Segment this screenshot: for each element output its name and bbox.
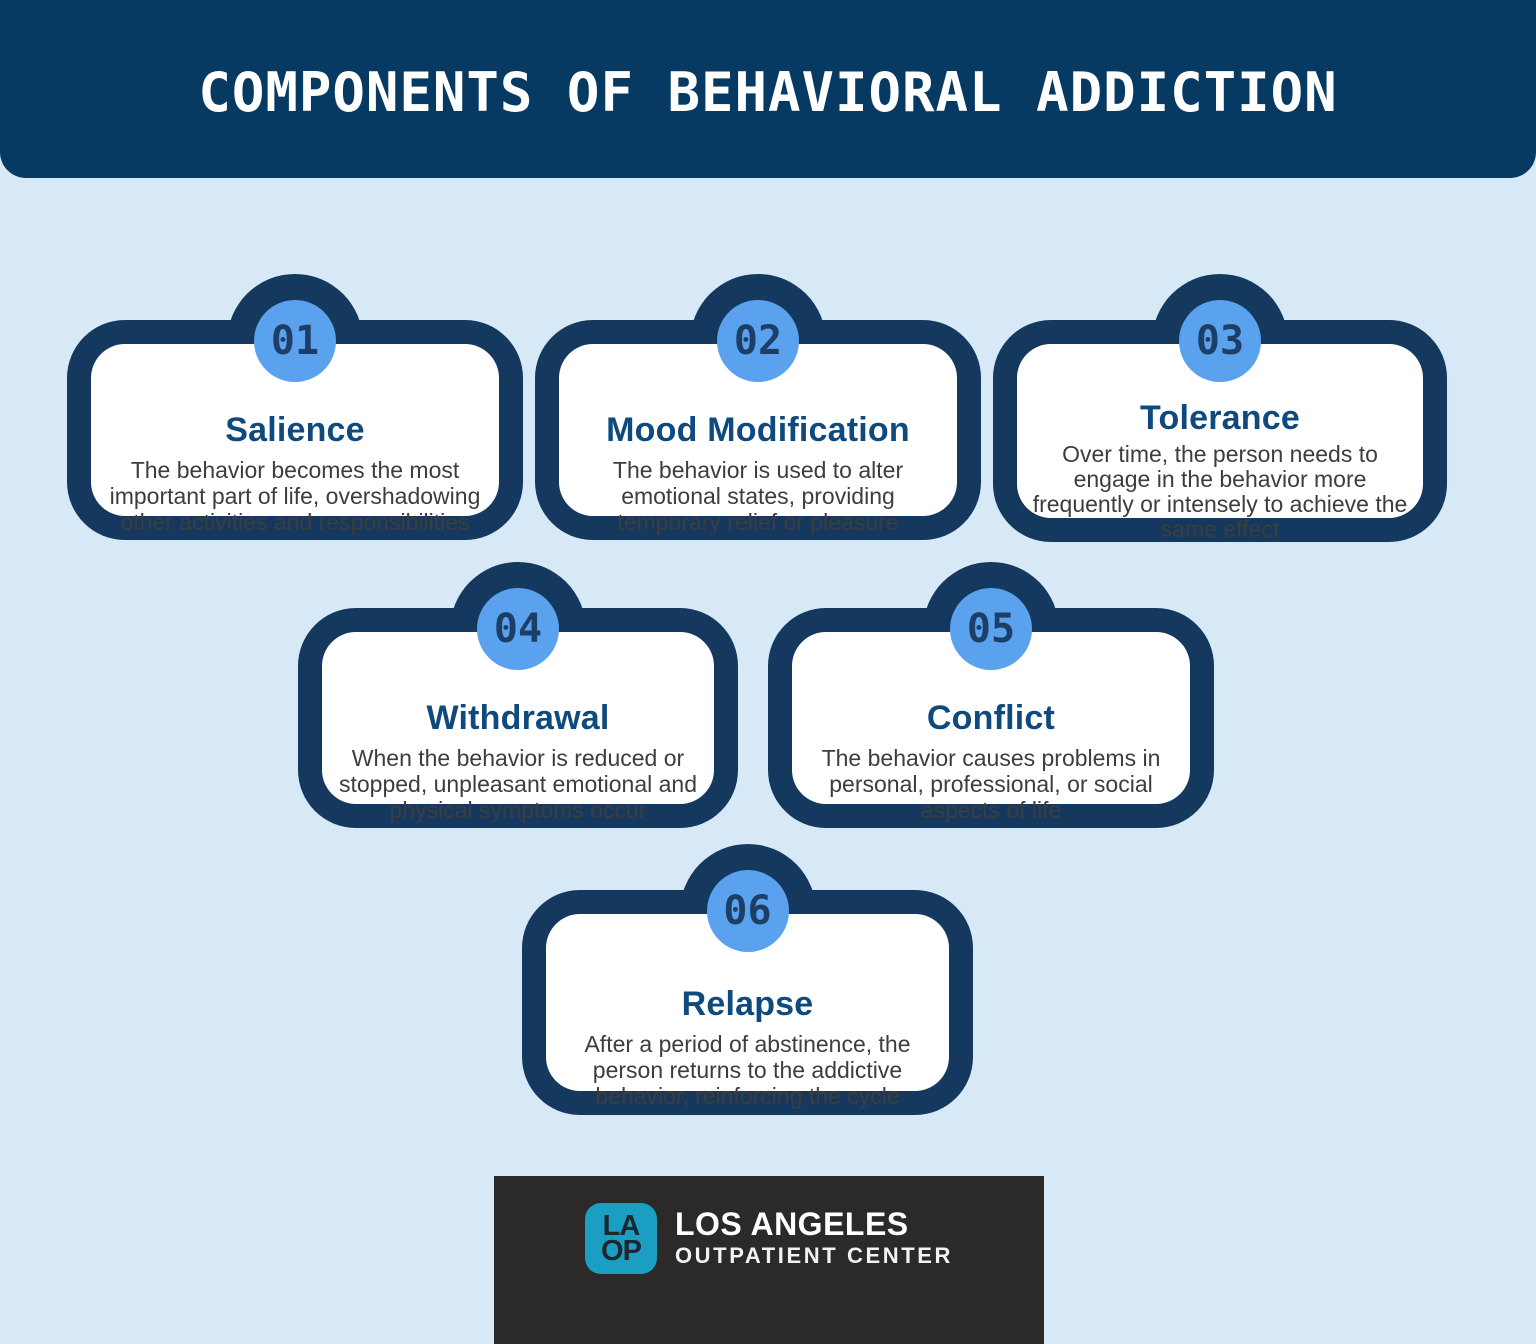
card-description: Over time, the person needs to engage in… bbox=[1032, 441, 1408, 542]
org-text-block: LOS ANGELES OUTPATIENT CENTER bbox=[675, 1206, 953, 1269]
card-title: Withdrawal bbox=[426, 699, 610, 737]
card-description: After a period of abstinence, the person… bbox=[584, 1031, 911, 1109]
card-number-badge: 06 bbox=[706, 870, 789, 952]
card-number-badge: 03 bbox=[1179, 300, 1261, 382]
card-title: Salience bbox=[225, 411, 365, 449]
card-body: Relapse After a period of abstinence, th… bbox=[546, 914, 949, 1109]
card-withdrawal: 04 Withdrawal When the behavior is reduc… bbox=[298, 562, 738, 828]
card-number-badge: 04 bbox=[477, 588, 559, 670]
footer-brand-bar: LA OP LOS ANGELES OUTPATIENT CENTER bbox=[494, 1176, 1044, 1344]
page-title: COMPONENTS OF BEHAVIORAL ADDICTION bbox=[198, 60, 1338, 124]
card-description: The behavior is used to alter emotional … bbox=[612, 457, 904, 535]
card-relapse: 06 Relapse After a period of abstinence,… bbox=[522, 844, 973, 1115]
card-title: Tolerance bbox=[1140, 399, 1300, 437]
card-number-badge: 02 bbox=[717, 300, 799, 382]
card-description: When the behavior is reduced or stopped,… bbox=[338, 745, 698, 823]
card-salience: 01 Salience The behavior becomes the mos… bbox=[67, 274, 523, 540]
card-number-badge: 01 bbox=[254, 300, 336, 382]
card-title: Relapse bbox=[681, 985, 814, 1023]
card-description: The behavior becomes the most important … bbox=[109, 457, 481, 535]
card-description: The behavior causes problems in personal… bbox=[821, 745, 1161, 823]
laop-logo-icon: LA OP bbox=[584, 1203, 657, 1274]
card-mood-modification: 02 Mood Modification The behavior is use… bbox=[535, 274, 981, 540]
card-body: Mood Modification The behavior is used t… bbox=[559, 344, 957, 535]
card-conflict: 05 Conflict The behavior causes problems… bbox=[768, 562, 1214, 828]
card-title: Mood Modification bbox=[606, 411, 910, 449]
card-tolerance: 03 Tolerance Over time, the person needs… bbox=[993, 274, 1447, 542]
card-number-badge: 05 bbox=[950, 588, 1032, 670]
card-title: Conflict bbox=[926, 699, 1056, 737]
laop-logo-line1: LA bbox=[602, 1209, 641, 1242]
card-body: Salience The behavior becomes the most i… bbox=[91, 344, 499, 535]
org-subtitle: OUTPATIENT CENTER bbox=[674, 1243, 954, 1268]
org-name: LOS ANGELES bbox=[674, 1206, 909, 1242]
header-banner: COMPONENTS OF BEHAVIORAL ADDICTION bbox=[0, 0, 1536, 178]
laop-logo-line2: OP bbox=[601, 1234, 642, 1267]
